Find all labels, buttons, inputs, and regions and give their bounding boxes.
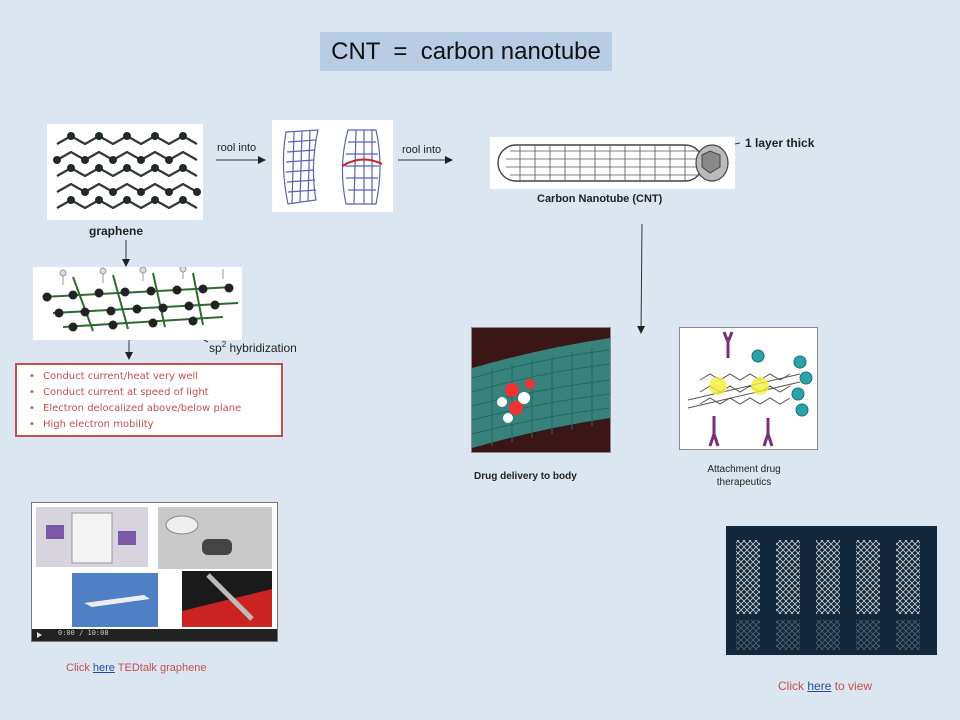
attachment-label: Attachment drug therapeutics xyxy=(707,464,781,488)
graphene-sheet-image xyxy=(47,124,203,220)
video-time: 0:00 / 10:08 xyxy=(58,629,109,637)
property-item: Electron delocalized above/below plane xyxy=(29,401,275,417)
ted-video-thumbnail[interactable]: 0:00 / 10:08 xyxy=(31,502,278,642)
properties-list: Conduct current/heat very well Conduct c… xyxy=(27,369,275,433)
view-here-link[interactable]: here xyxy=(807,679,832,693)
sp2-hybridization-label: sp2 hybridization xyxy=(209,340,297,355)
graphene-label: graphene xyxy=(89,224,144,238)
drug-delivery-label: Drug delivery to body xyxy=(474,471,577,482)
sp2-lattice-image xyxy=(33,267,242,340)
rolling-graphene-image xyxy=(272,120,393,212)
view-link-line: Click here to view xyxy=(778,679,873,693)
property-item: Conduct current/heat very well xyxy=(29,369,275,385)
layer-thick-label: 1 layer thick xyxy=(745,136,815,150)
ted-here-link[interactable]: here xyxy=(92,662,115,674)
rool-into-label-2: rool into xyxy=(402,144,442,156)
cnt-label: Carbon Nanotube (CNT) xyxy=(537,193,663,205)
properties-box: Conduct current/heat very well Conduct c… xyxy=(15,363,283,437)
ted-link-line: Click here TEDtalk graphene xyxy=(66,662,207,674)
nanotube-video-thumbnail[interactable] xyxy=(726,526,937,655)
drug-delivery-image xyxy=(471,327,611,453)
rool-into-label-1: rool into xyxy=(217,142,257,154)
arrow-cnt-to-apps xyxy=(637,223,646,334)
property-item: High electron mobility xyxy=(29,417,275,433)
carbon-nanotube-image xyxy=(490,137,735,189)
property-item: Conduct current at speed of light xyxy=(29,385,275,401)
page-title: CNT = carbon nanotube xyxy=(320,32,612,71)
attachment-therapeutics-image xyxy=(679,327,818,450)
